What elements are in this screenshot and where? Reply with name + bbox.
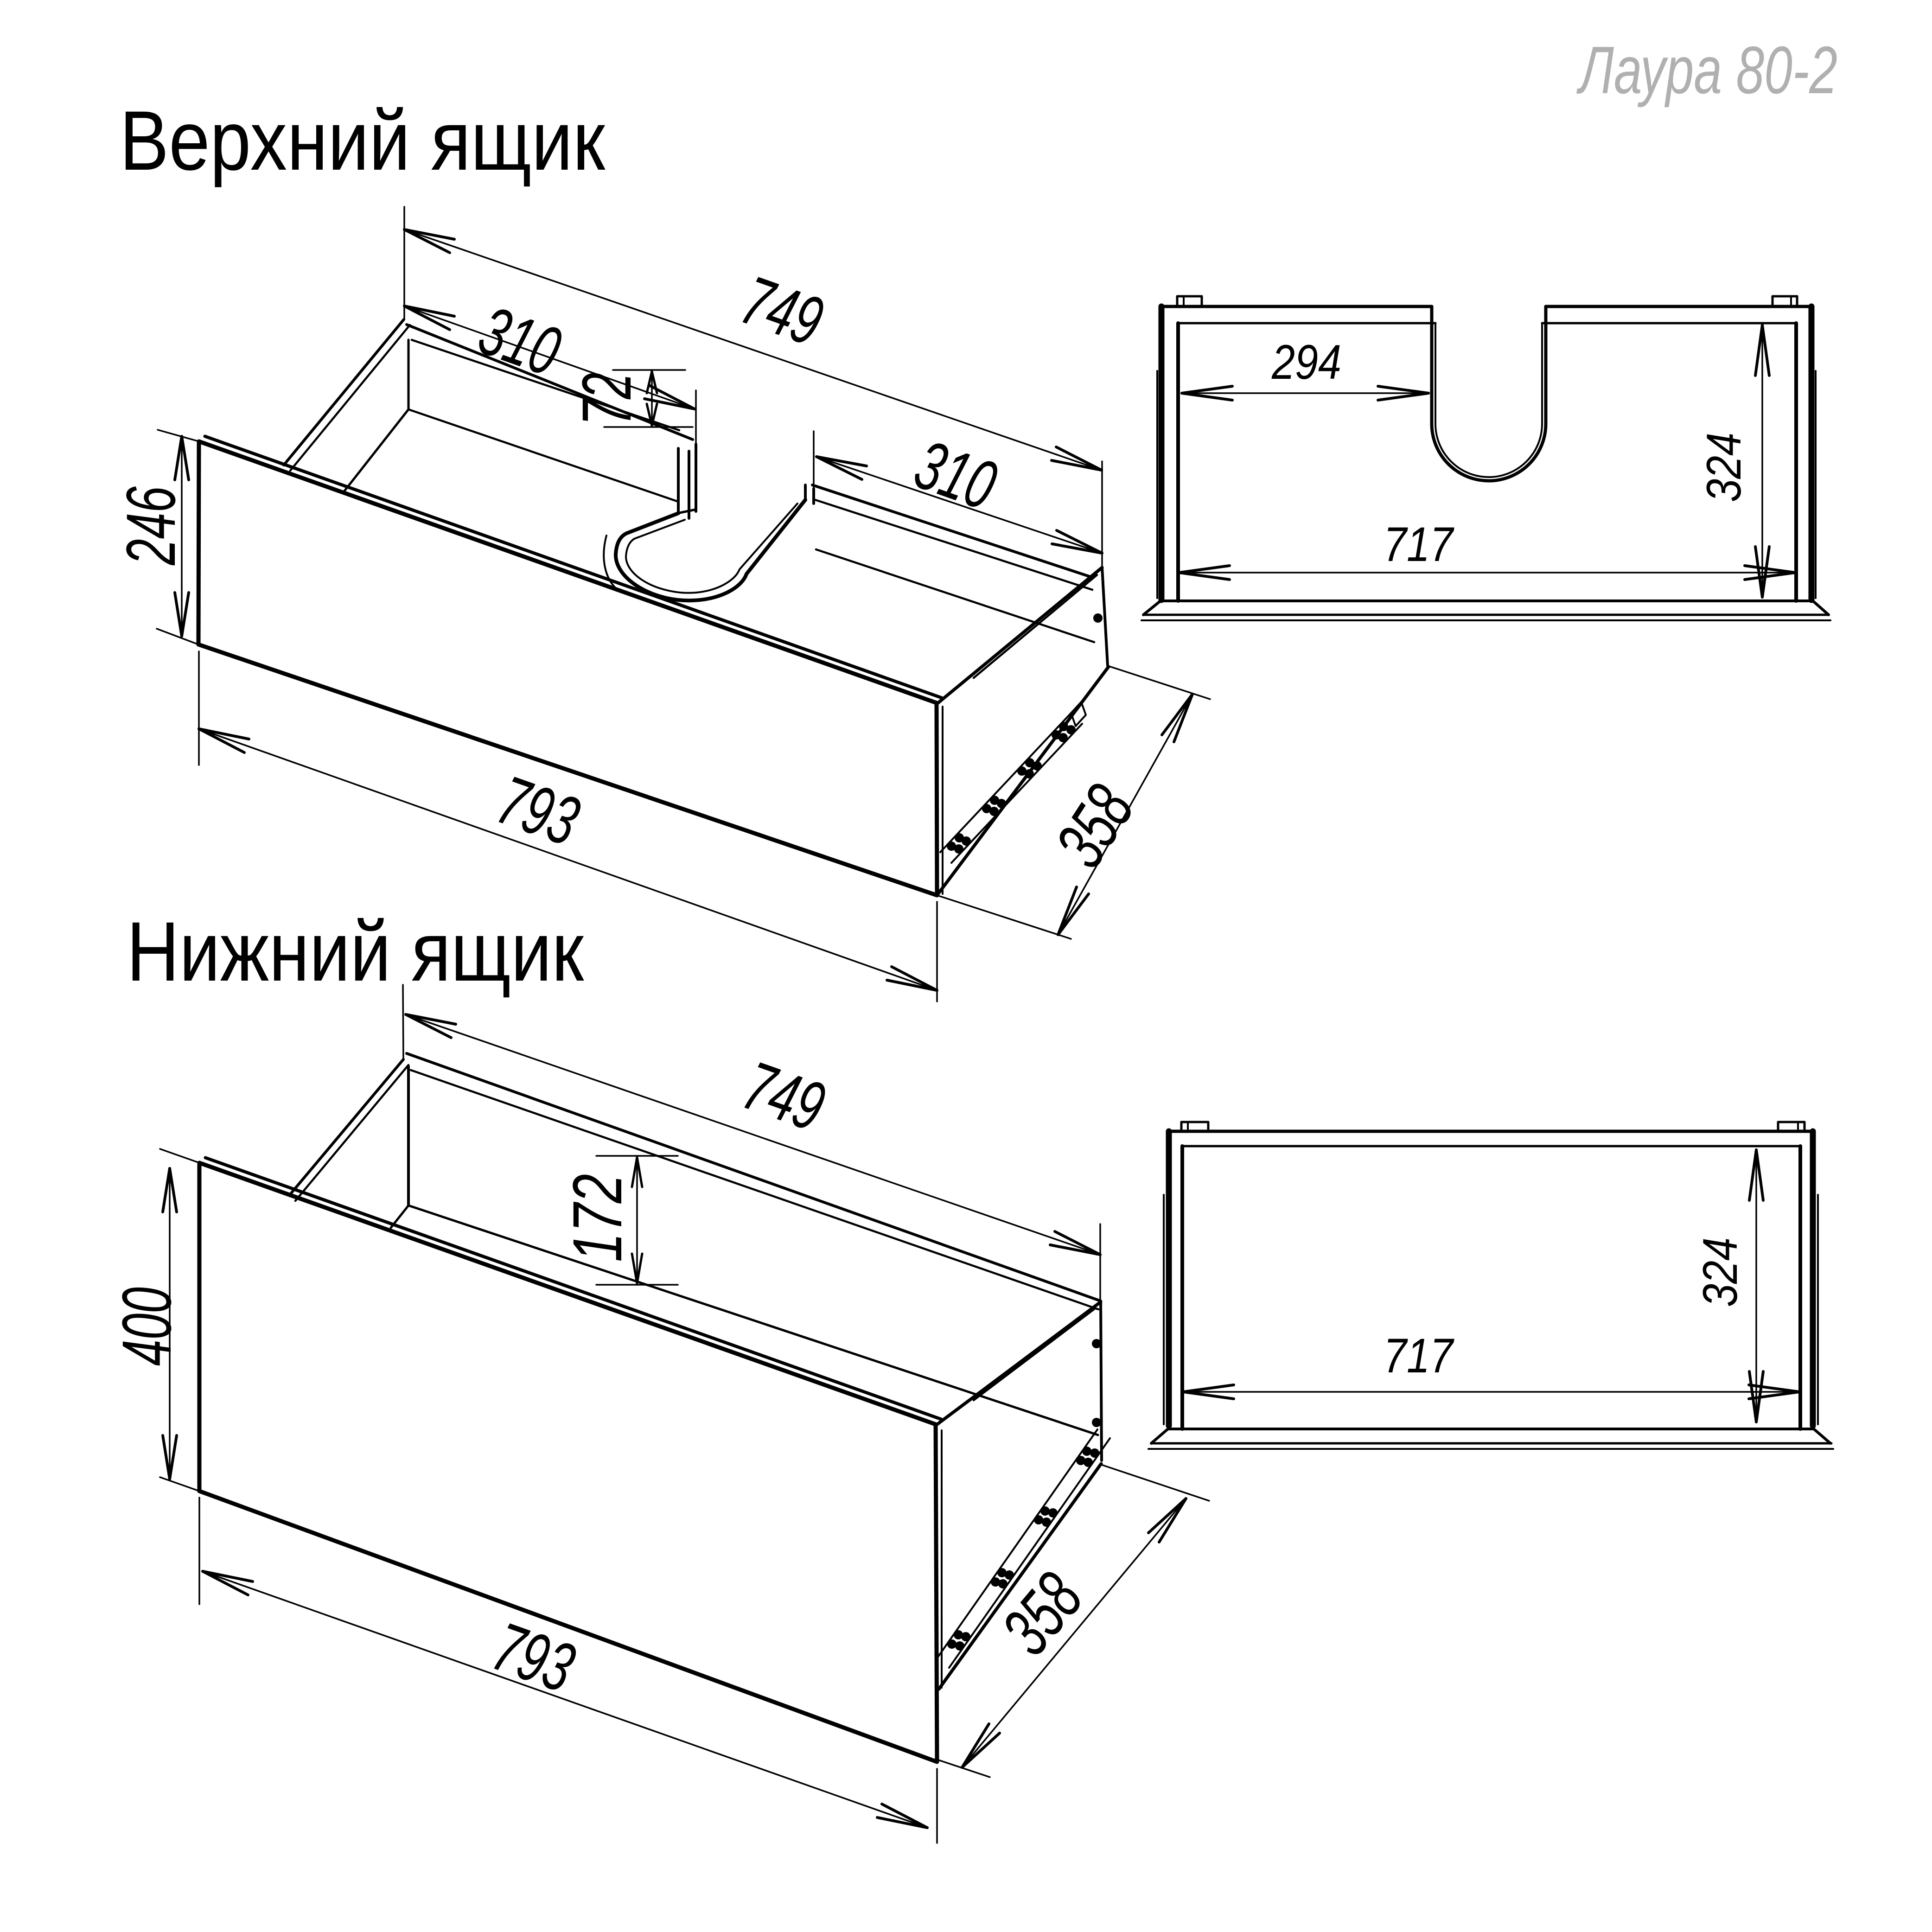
svg-text:294: 294 [1271,335,1341,389]
svg-text:717: 717 [1384,517,1454,572]
svg-text:717: 717 [1384,1329,1454,1383]
svg-text:172: 172 [558,1174,636,1262]
svg-text:Верхний ящик: Верхний ящик [120,93,606,188]
svg-text:400: 400 [108,1287,185,1366]
svg-text:324: 324 [1697,433,1751,502]
svg-text:324: 324 [1693,1237,1747,1307]
svg-text:Лаура 80-2: Лаура 80-2 [1576,32,1837,108]
svg-text:Нижний ящик: Нижний ящик [127,904,584,999]
svg-text:246: 246 [112,486,190,566]
svg-text:72: 72 [567,373,645,426]
